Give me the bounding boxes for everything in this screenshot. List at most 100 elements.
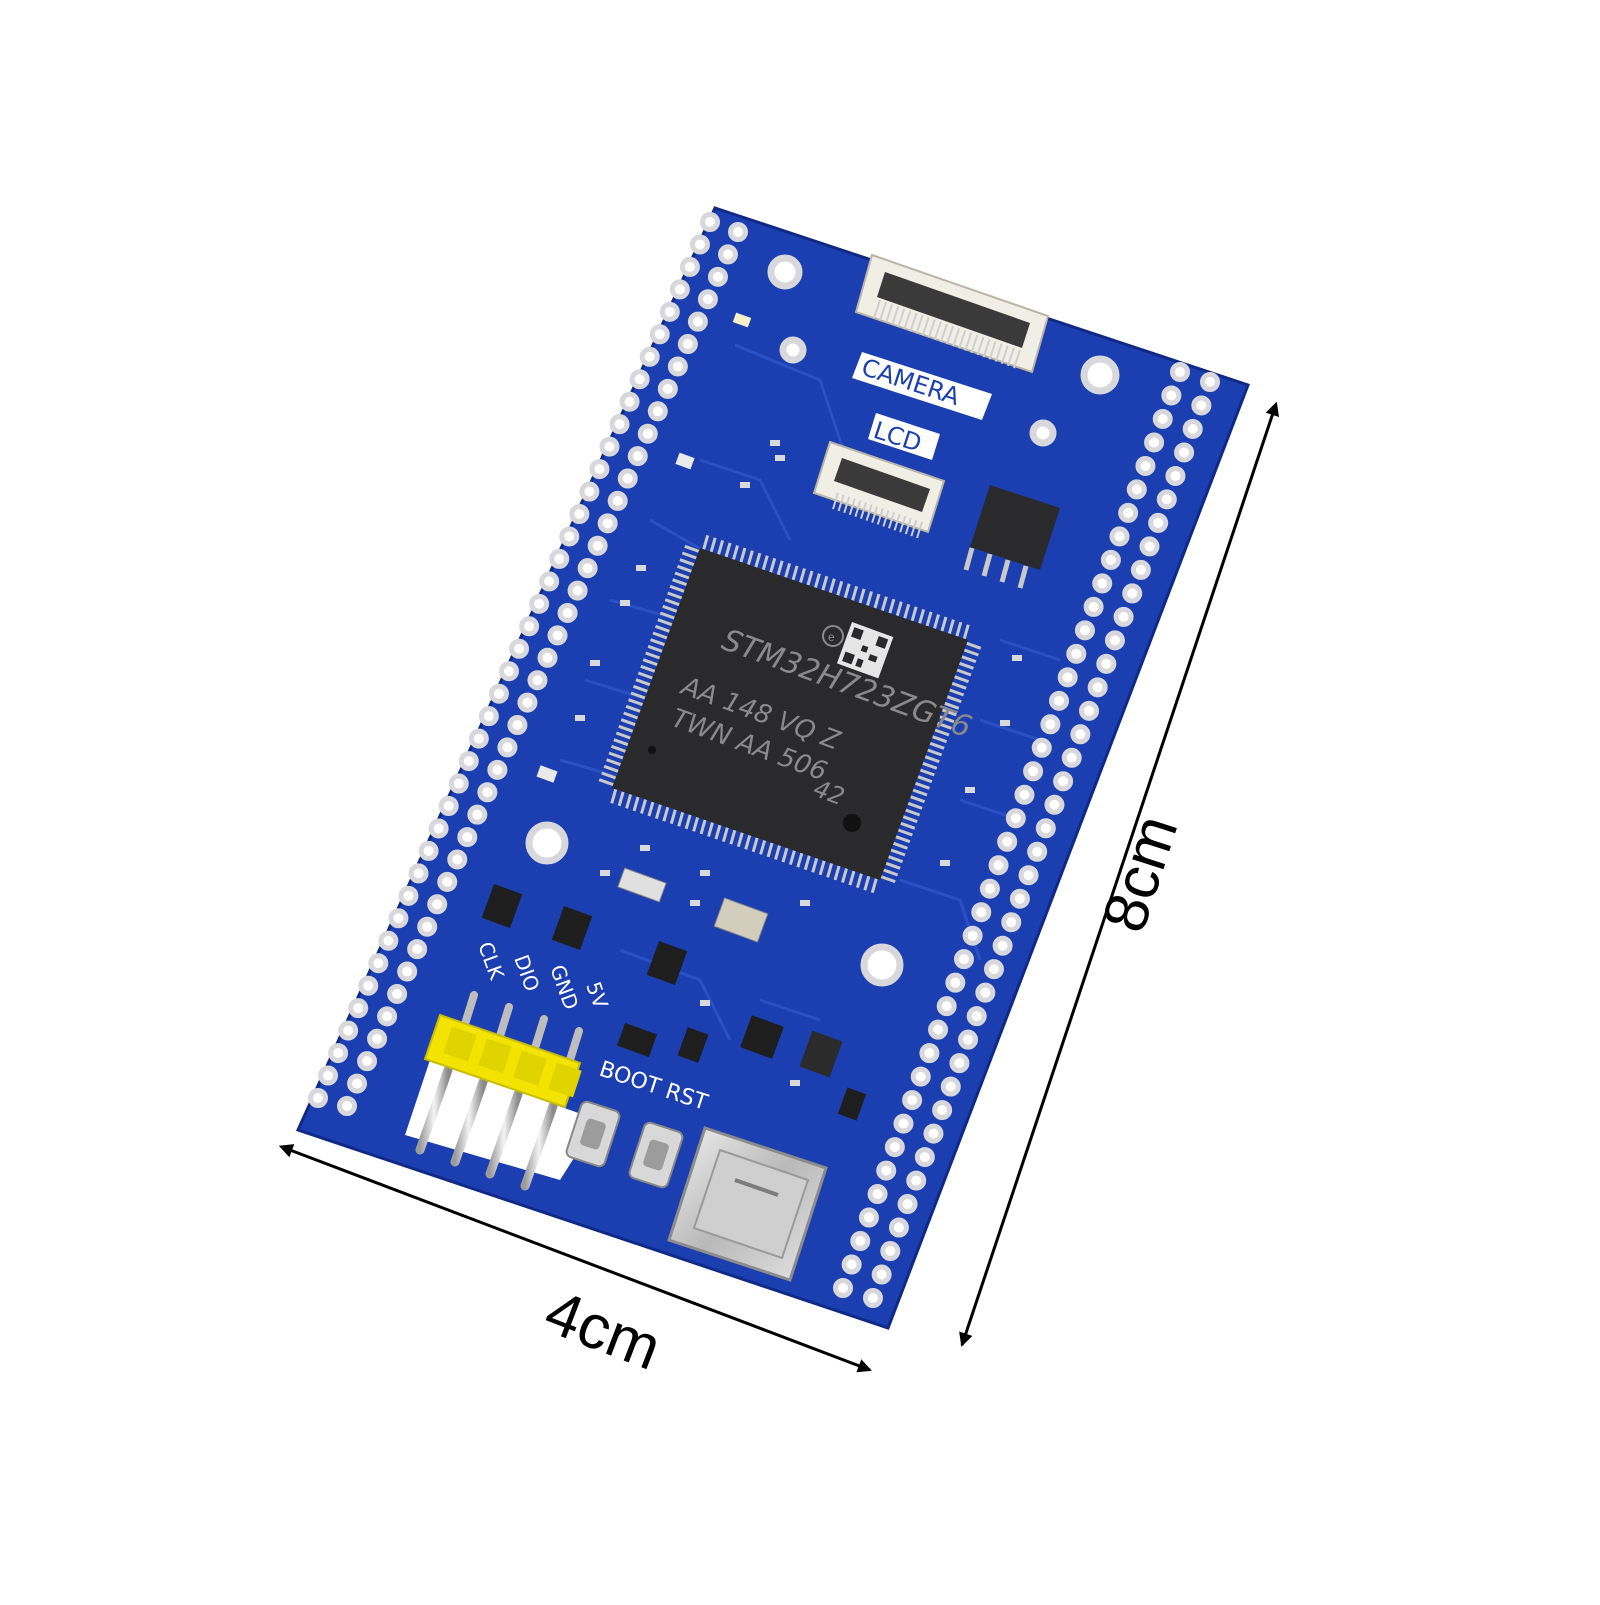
pin-hole — [679, 256, 700, 277]
pin-hole — [1100, 549, 1121, 570]
pin-hole — [841, 1254, 862, 1275]
pin-hole — [438, 796, 459, 816]
pin-hole — [1096, 653, 1117, 674]
pin-hole — [1035, 818, 1056, 839]
pin-hole — [1040, 714, 1061, 735]
smd-components — [481, 312, 1022, 1121]
pin-hole — [447, 849, 468, 870]
pin-hole — [1009, 888, 1030, 909]
boot-button[interactable] — [565, 1100, 621, 1168]
pin-hole — [607, 490, 628, 511]
pin-hole — [1118, 502, 1139, 523]
width-label: 4cm — [536, 1277, 670, 1383]
pin-hole — [437, 871, 458, 892]
pin-hole — [497, 737, 518, 758]
pin-hole — [728, 222, 748, 242]
pin-hole — [659, 301, 680, 322]
pin-hole — [498, 661, 519, 682]
swd-header[interactable] — [415, 991, 583, 1191]
pin-hole — [617, 468, 638, 489]
pin-hole — [1079, 700, 1100, 721]
pin-hole — [919, 1043, 940, 1064]
pin-hole — [697, 289, 718, 310]
pin-hole — [979, 878, 1000, 899]
lcd-fpc-connector[interactable] — [812, 440, 946, 539]
pin-hole — [539, 571, 560, 592]
pin-hole — [629, 369, 650, 390]
pin-hole — [884, 1137, 905, 1158]
pin-hole — [589, 459, 610, 480]
pin-hole — [945, 972, 966, 993]
pin-hole — [1170, 362, 1190, 382]
mounting-hole — [779, 336, 807, 364]
pin-hole — [906, 1170, 927, 1191]
pin-hole — [448, 773, 469, 794]
mounting-hole — [860, 943, 904, 987]
pin-hole — [1061, 747, 1082, 768]
pin-hole — [428, 818, 449, 839]
pin-hole — [893, 1113, 914, 1134]
pin-hole — [357, 1051, 378, 1072]
pin-hole — [377, 1006, 398, 1027]
pin-hole — [667, 356, 688, 377]
pin-hole — [1083, 596, 1104, 617]
pin-hole — [1031, 737, 1052, 758]
pin-hole — [547, 625, 568, 646]
pin-hole — [487, 759, 508, 780]
pin-hole — [1174, 442, 1195, 463]
flash-chip — [963, 485, 1060, 589]
led — [732, 312, 752, 328]
pin-hole — [910, 1066, 931, 1087]
pin-hole — [358, 975, 379, 996]
header-cutout — [405, 1060, 598, 1180]
pin-hole — [478, 706, 499, 727]
pin-hole — [597, 513, 618, 534]
pin-hole — [1001, 912, 1022, 933]
pin-hole — [619, 391, 640, 412]
pin-hole — [318, 1065, 339, 1086]
pin-hole — [348, 998, 369, 1019]
pin-hole — [627, 446, 648, 467]
pin-hole — [1070, 724, 1091, 745]
pin-hole — [338, 1020, 359, 1041]
pin-hole — [387, 983, 408, 1004]
pin-hole — [902, 1090, 923, 1111]
pin-hole — [940, 1076, 961, 1097]
crystal-32k — [617, 867, 667, 903]
qr-code-icon — [836, 622, 894, 679]
height-label: 8cm — [1090, 807, 1192, 940]
pin-hole — [367, 1028, 388, 1049]
pin-hole — [1113, 606, 1134, 627]
pin-hole — [1018, 865, 1039, 886]
pin-hole — [458, 751, 479, 772]
pin-hole — [468, 728, 489, 749]
pin-hole — [1148, 512, 1169, 533]
pin-hole — [388, 908, 409, 929]
pin-hole — [549, 548, 570, 569]
pin-hole — [867, 1184, 888, 1205]
pin-hole — [888, 1217, 909, 1238]
pin-hole — [1092, 573, 1113, 594]
usb-c-port[interactable] — [667, 1126, 828, 1282]
pin-hole — [579, 481, 600, 502]
pin-hole — [529, 593, 550, 614]
pin-hole — [639, 346, 660, 367]
pin-hole — [880, 1241, 901, 1262]
pin-hole — [368, 953, 389, 974]
pin-hole — [923, 1123, 944, 1144]
pin-hole — [1130, 559, 1151, 580]
pin-hole — [569, 504, 590, 524]
pin-hole — [850, 1231, 871, 1252]
pin-hole — [871, 1264, 892, 1285]
pin-hole — [1104, 630, 1125, 651]
pin-hole — [876, 1160, 897, 1181]
pin-hole — [477, 782, 498, 803]
reset-button[interactable] — [628, 1121, 684, 1189]
st-logo-icon: e — [822, 625, 844, 647]
mounting-hole — [1080, 355, 1120, 395]
camera-fpc-connector[interactable] — [854, 253, 1050, 374]
pin-hole — [1122, 583, 1143, 604]
pin-hole — [599, 436, 620, 457]
pin-hole — [1182, 418, 1203, 439]
